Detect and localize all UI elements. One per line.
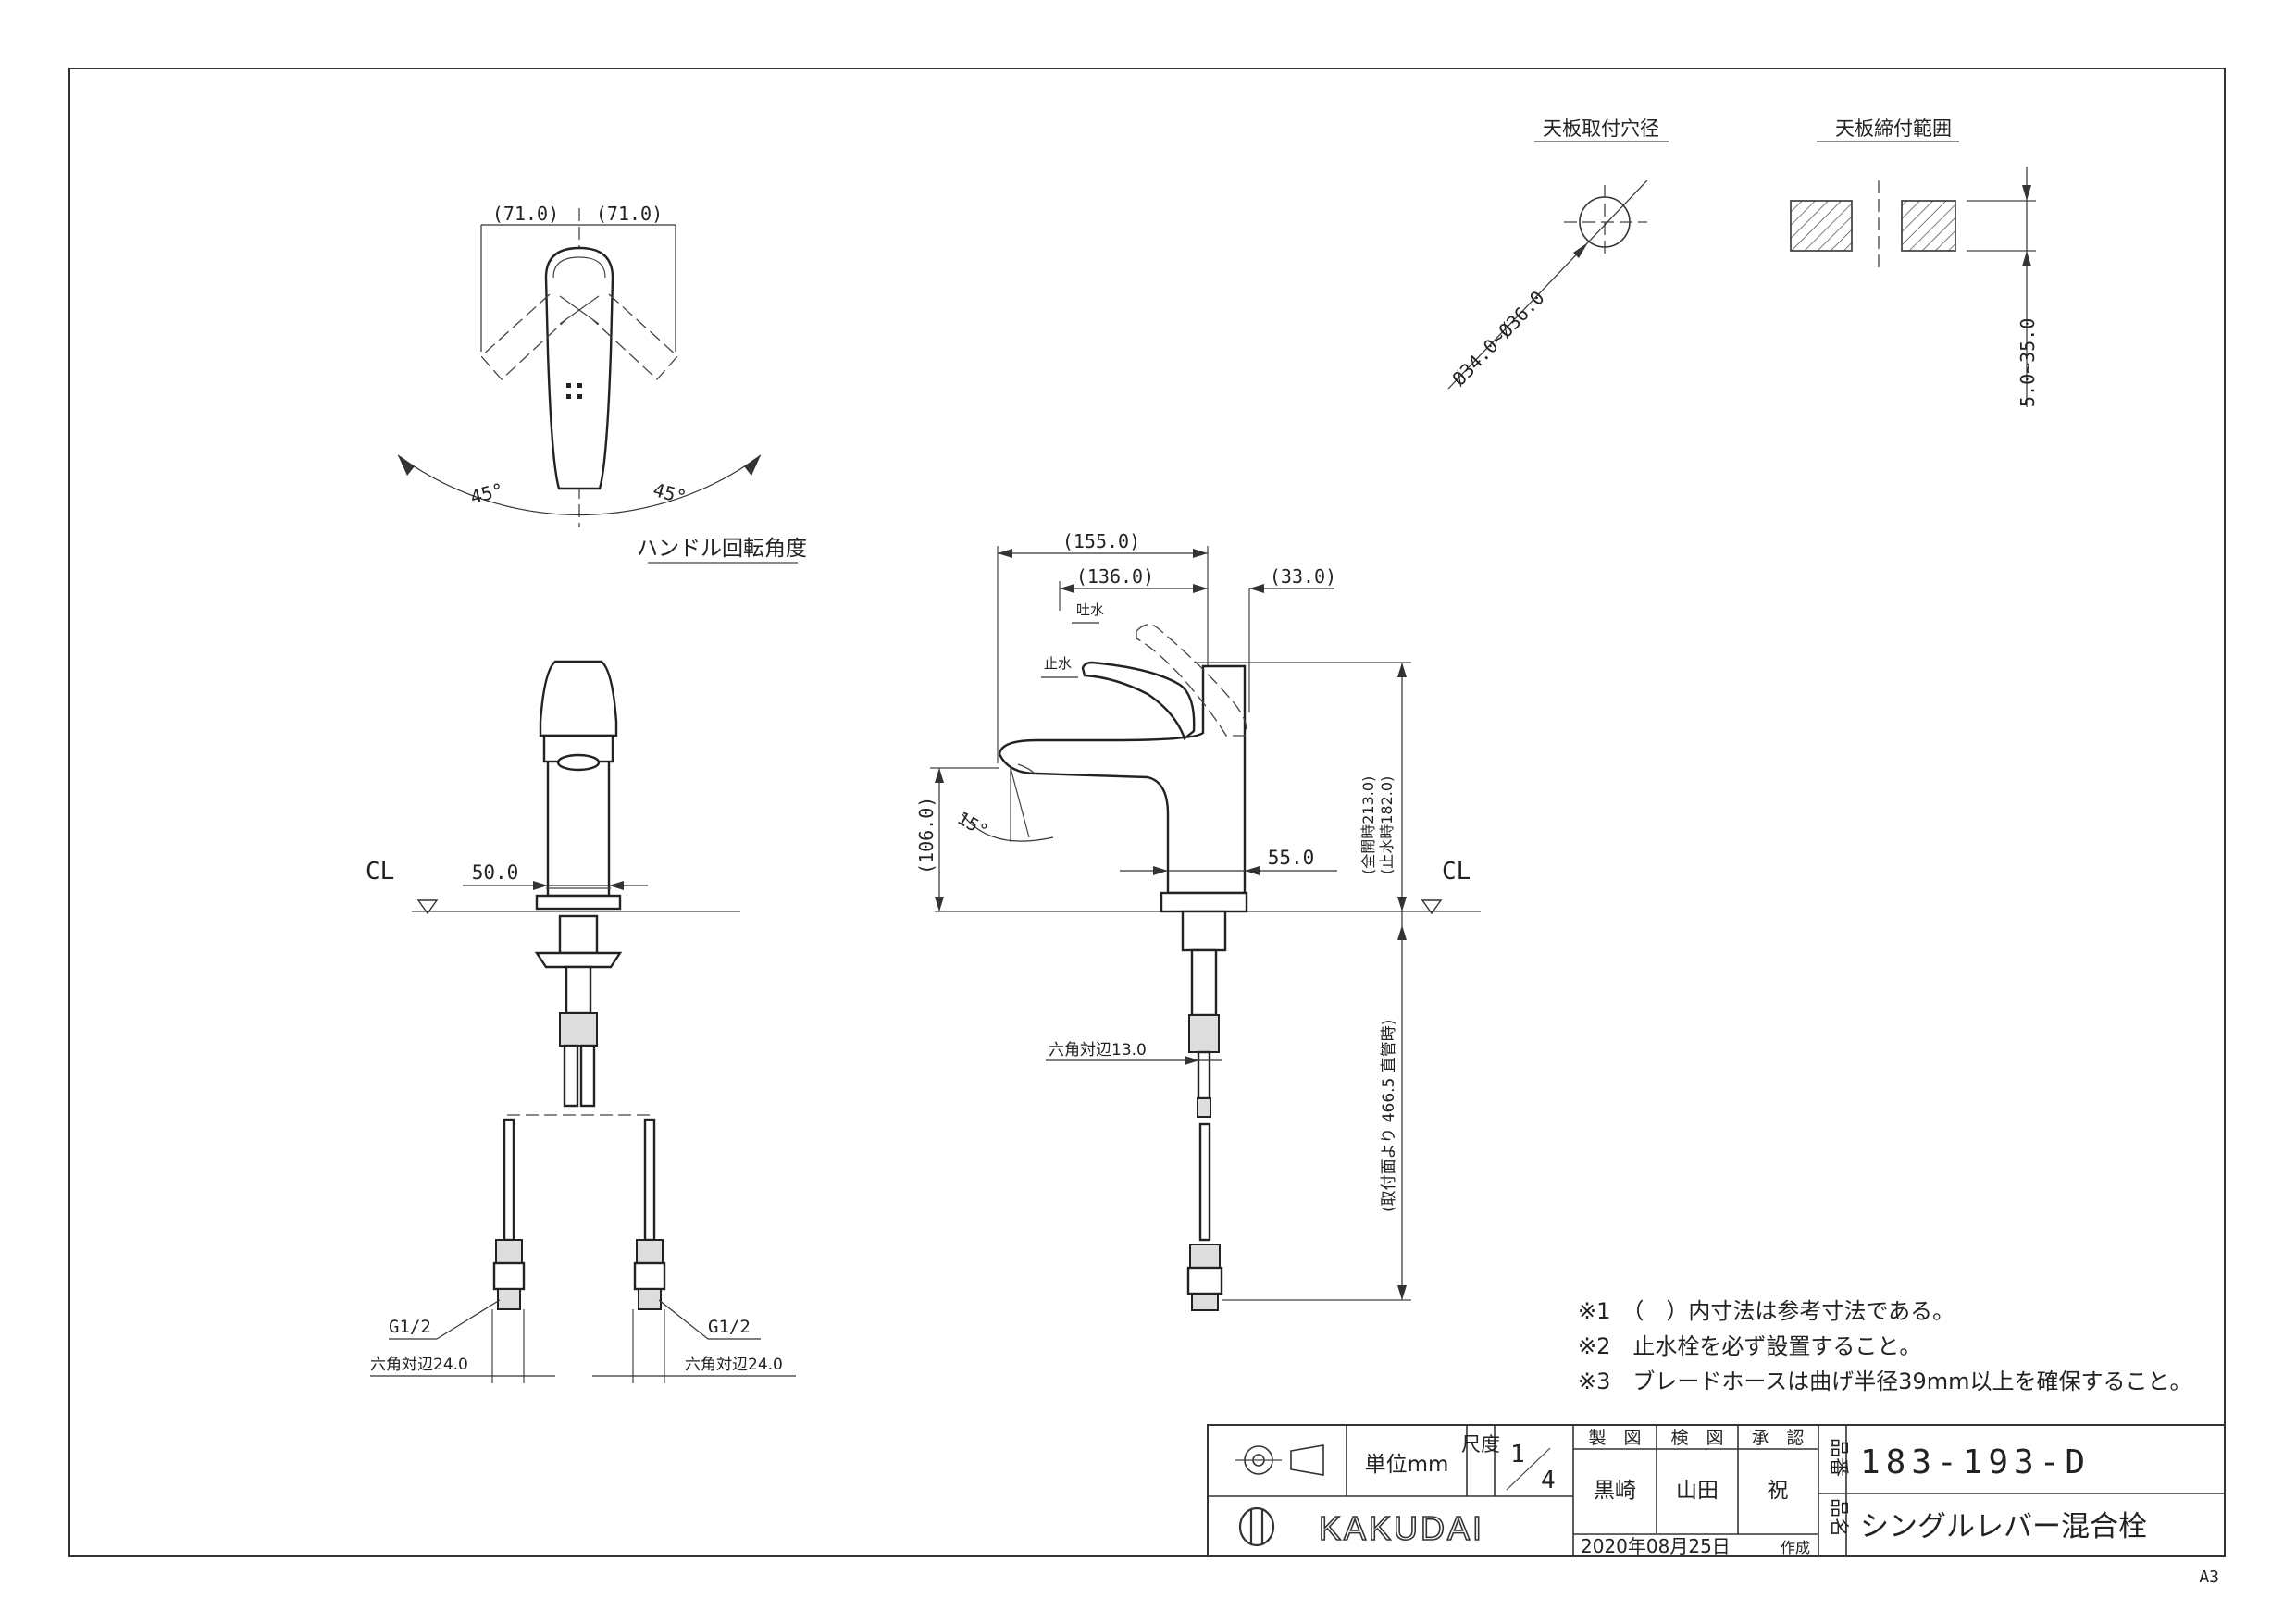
note-3: ※3 ブレードホースは曲げ半径39mm以上を確保すること。 xyxy=(1578,1369,2191,1394)
spout-stop-label: 止水 xyxy=(1044,655,1072,672)
title-block: 単位mm 尺度 1 4 製 図 検 図 承 認 黒崎 山田 祝 2020年08月… xyxy=(1207,1424,2226,1557)
tb-name-label: 品名 xyxy=(1828,1498,1850,1537)
clamp-dimension: 5.0~35.0 xyxy=(2017,318,2039,407)
side-view: CL (155.0) (136.0) (33.0) 吐水 止水 xyxy=(915,530,1481,1311)
cl-right: CL xyxy=(1442,858,1471,886)
g-right: G1/2 xyxy=(708,1317,751,1337)
sheet-size: A3 xyxy=(2199,1567,2219,1587)
top-width-left: (71.0) xyxy=(492,203,559,225)
tb-h-drawn: 製 図 xyxy=(1588,1428,1641,1448)
tb-unit: 単位mm xyxy=(1365,1453,1449,1477)
tb-date-suffix: 作成 xyxy=(1781,1539,1810,1556)
front-dim-50: 50.0 xyxy=(472,861,519,884)
side-dim-213: (全開時213.0) xyxy=(1359,776,1377,874)
side-hex-13: 六角対辺13.0 xyxy=(1049,1041,1147,1059)
side-dim-182: (止水時182.0) xyxy=(1378,776,1396,874)
tb-product-name: シングルレバー混合栓 xyxy=(1860,1510,2147,1543)
sheet-border xyxy=(68,68,2226,1557)
tb-h-approved: 承 認 xyxy=(1751,1428,1804,1448)
front-view: CL 50.0 G1/2 xyxy=(366,660,796,1383)
tb-part-no: 183-193-D xyxy=(1860,1443,2091,1481)
side-dim-106: (106.0) xyxy=(915,797,937,874)
top-width-right: (71.0) xyxy=(596,203,663,225)
side-dim-155: (155.0) xyxy=(1062,530,1140,552)
hole-dimension: Ø34.0~Ø36.0 xyxy=(1447,287,1548,390)
note-2: ※2 止水栓を必ず設置すること。 xyxy=(1578,1333,1921,1359)
note-1: ※1 （ ）内寸法は参考寸法である。 xyxy=(1578,1298,1955,1324)
side-dim-33: (33.0) xyxy=(1270,565,1336,588)
mounting-hole-detail: 天板取付穴径 Ø34.0~Ø36.0 xyxy=(1447,118,1669,390)
tb-drawn-by: 黒崎 xyxy=(1594,1479,1636,1503)
tb-approved-by: 祝 xyxy=(1768,1479,1789,1503)
spout-side xyxy=(998,664,1247,895)
hex-right: 六角対辺24.0 xyxy=(685,1356,783,1374)
body-front xyxy=(546,757,611,898)
handle-top xyxy=(544,246,614,490)
hole-title: 天板取付穴径 xyxy=(1543,118,1659,140)
kakudai-logo: KAKUDAI xyxy=(1238,1506,1484,1548)
spout-open-label: 吐水 xyxy=(1076,601,1104,618)
top-view: (71.0) (71.0) 45° 45° ハンドル回転角度 xyxy=(397,203,807,564)
tb-brand: KAKUDAI xyxy=(1319,1509,1484,1547)
side-dim-136: (136.0) xyxy=(1076,565,1154,588)
tb-checked-by: 山田 xyxy=(1676,1479,1719,1503)
tb-h-checked: 検 図 xyxy=(1670,1428,1723,1448)
cl-left: CL xyxy=(366,858,394,886)
side-angle-15: 15° xyxy=(954,808,992,841)
side-dim-466: (取付面より 466.5 直管時) xyxy=(1380,1020,1398,1212)
angle-left: 45° xyxy=(468,478,506,509)
hex-left: 六角対辺24.0 xyxy=(370,1356,468,1374)
handle-side-closed xyxy=(1081,661,1196,740)
g-left: G1/2 xyxy=(389,1317,431,1337)
tb-scale-den: 4 xyxy=(1541,1467,1556,1494)
handle-front xyxy=(539,660,618,737)
tb-scale-label: 尺度 xyxy=(1461,1433,1500,1456)
clamp-title: 天板締付範囲 xyxy=(1835,118,1952,140)
clamp-range-detail: 天板締付範囲 5.0~35.0 xyxy=(1790,118,2039,407)
notes: ※1 （ ）内寸法は参考寸法である。 ※2 止水栓を必ず設置すること。 ※3 ブ… xyxy=(1578,1298,2191,1394)
tb-date: 2020年08月25日 xyxy=(1581,1535,1731,1557)
tb-scale-num: 1 xyxy=(1510,1441,1525,1468)
handle-title: ハンドル回転角度 xyxy=(637,537,807,561)
tb-part-no-label: 品番 xyxy=(1828,1438,1850,1477)
angle-right: 45° xyxy=(651,478,689,509)
side-dim-55: 55.0 xyxy=(1268,847,1315,869)
